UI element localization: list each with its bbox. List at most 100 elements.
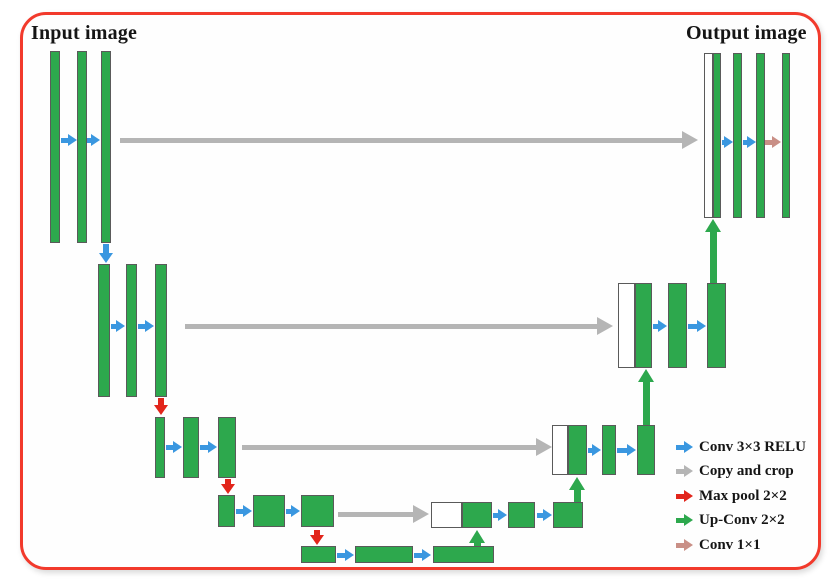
- arrow-shaft: [743, 139, 749, 145]
- conv-3x3-relu-arrow: [200, 440, 217, 454]
- arrow-head: [220, 484, 235, 494]
- copied-feature-map: [431, 502, 462, 528]
- output-image-label: Output image: [686, 22, 807, 44]
- feature-map: [98, 264, 110, 397]
- arrow-head: [498, 508, 507, 521]
- arrow-shaft: [573, 488, 581, 502]
- conv-3x3-relu-arrow-icon: [676, 440, 693, 454]
- arrow-head: [597, 317, 613, 335]
- copy-and-crop-arrow: [242, 438, 552, 456]
- arrow-head: [704, 219, 721, 232]
- arrow-shaft: [236, 508, 245, 514]
- arrow-head: [116, 319, 125, 332]
- arrow-head: [98, 253, 113, 263]
- feature-map: [568, 425, 587, 475]
- up-conv-arrow: [637, 369, 655, 425]
- arrow-shaft: [676, 493, 686, 499]
- feature-map: [77, 51, 87, 243]
- feature-map: [637, 425, 655, 475]
- feature-map: [782, 53, 790, 218]
- arrow-shaft: [337, 552, 347, 558]
- feature-map: [155, 264, 167, 397]
- arrow-shaft: [200, 444, 210, 450]
- conv-3x3-relu-arrow: [722, 135, 733, 149]
- up-conv-arrow: [676, 514, 693, 527]
- arrow-shaft: [120, 137, 684, 143]
- arrow-head: [658, 319, 667, 332]
- arrow-head: [309, 535, 324, 545]
- conv-3x3-relu-arrow: [87, 133, 100, 147]
- arrow-head: [627, 443, 636, 456]
- conv-1x1-arrow: [765, 135, 781, 149]
- arrow-shaft: [225, 479, 231, 486]
- conv-3x3-relu-arrow: [653, 319, 667, 333]
- arrow-shaft: [688, 323, 699, 329]
- conv-3x3-relu-arrow: [166, 440, 182, 454]
- up-conv-arrow: [468, 530, 486, 546]
- arrow-head: [536, 438, 552, 456]
- arrow-head: [91, 133, 100, 146]
- arrow-head: [291, 504, 300, 517]
- legend-item-max-pool-2x2: Max pool 2×2: [676, 484, 806, 509]
- arrow-shaft: [338, 511, 415, 517]
- feature-map: [183, 417, 199, 478]
- legend-label: Copy and crop: [699, 463, 794, 480]
- arrow-head: [568, 477, 585, 490]
- arrow-head: [592, 443, 601, 456]
- legend-label: Conv 1×1: [699, 536, 761, 553]
- arrow-shaft: [493, 512, 500, 518]
- arrow-head: [173, 440, 182, 453]
- arrow-head: [145, 319, 154, 332]
- arrow-shaft: [61, 137, 70, 143]
- input-image-label: Input image: [31, 22, 138, 44]
- feature-map: [101, 51, 111, 243]
- arrow-shaft: [653, 323, 660, 329]
- legend-item-conv-3x3-relu: Conv 3×3 RELU: [676, 435, 806, 460]
- copy-and-crop-arrow: [185, 317, 613, 335]
- arrow-head: [684, 465, 693, 478]
- feature-map: [707, 283, 726, 368]
- conv-3x3-relu-arrow: [688, 319, 706, 333]
- feature-map: [433, 546, 494, 563]
- conv-3x3-relu-arrow: [676, 440, 693, 454]
- feature-map: [50, 51, 60, 243]
- arrow-head: [684, 440, 693, 453]
- up-conv-arrow: [568, 477, 586, 502]
- conv-3x3-relu-arrow: [98, 244, 114, 263]
- feature-map: [635, 283, 652, 368]
- max-pool-arrow: [220, 479, 236, 494]
- feature-map: [602, 425, 616, 475]
- arrow-shaft: [138, 323, 147, 329]
- feature-map: [126, 264, 137, 397]
- conv-3x3-relu-arrow: [414, 548, 431, 562]
- arrow-head: [747, 135, 756, 148]
- arrow-shaft: [414, 552, 424, 558]
- arrow-head: [243, 504, 252, 517]
- arrow-shaft: [242, 444, 538, 450]
- conv-3x3-relu-arrow: [617, 443, 636, 457]
- feature-map: [508, 502, 535, 528]
- arrow-head: [684, 514, 693, 527]
- feature-map: [218, 495, 235, 527]
- feature-map: [253, 495, 285, 527]
- arrow-shaft: [537, 512, 545, 518]
- arrow-shaft: [473, 541, 481, 546]
- copied-feature-map: [704, 53, 713, 218]
- arrow-head: [684, 538, 693, 551]
- conv-3x3-relu-arrow: [286, 504, 300, 518]
- arrow-head: [422, 548, 431, 561]
- arrow-head: [468, 530, 485, 543]
- up-conv-arrow: [704, 219, 722, 283]
- arrow-shaft: [676, 469, 686, 475]
- feature-map: [733, 53, 742, 218]
- max-pool-arrow: [676, 489, 693, 503]
- legend-label: Max pool 2×2: [699, 487, 787, 504]
- arrow-shaft: [642, 380, 650, 425]
- feature-map: [301, 546, 336, 563]
- arrow-shaft: [676, 518, 686, 524]
- arrow-shaft: [185, 323, 599, 329]
- max-pool-arrow: [153, 398, 169, 415]
- feature-map: [155, 417, 165, 478]
